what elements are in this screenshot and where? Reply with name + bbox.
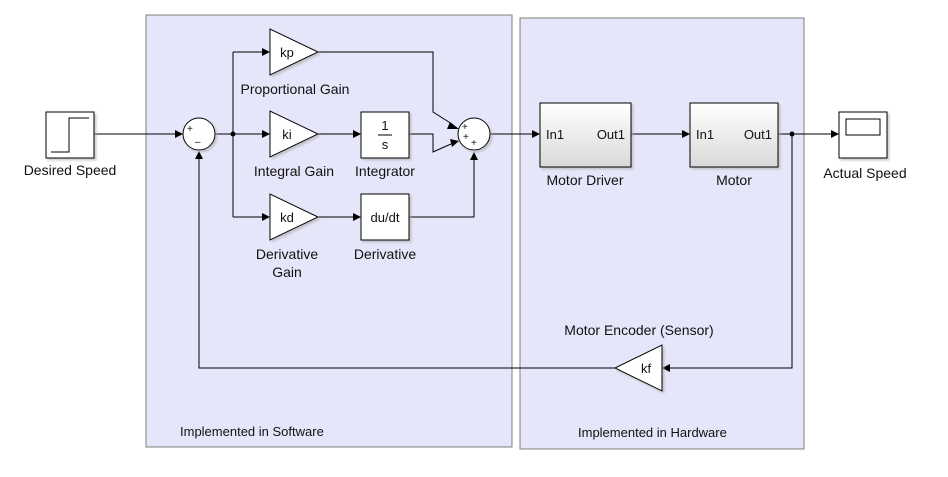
sum1-block[interactable]: + –: [182, 117, 216, 151]
gain-kp-block[interactable]: kp: [269, 28, 320, 76]
sum2-plus-sign-3: +: [471, 138, 477, 149]
motor-in-port: In1: [696, 127, 714, 142]
gain-ki-block[interactable]: ki: [269, 110, 320, 158]
gain-kf-block[interactable]: kf: [613, 344, 663, 392]
motor-out-port: Out1: [744, 127, 772, 142]
sum2-plus-sign-2: +: [463, 132, 469, 143]
gain-ki-text: ki: [282, 127, 292, 142]
derivative-gain-label-line1: Derivative: [256, 246, 318, 262]
derivative-block[interactable]: du/dt: [360, 193, 410, 241]
sum2-block[interactable]: + + +: [457, 117, 491, 151]
motor-driver-label: Motor Driver: [546, 172, 623, 188]
derivative-gain-label-line2: Gain: [272, 264, 302, 280]
motor-encoder-label: Motor Encoder (Sensor): [564, 322, 713, 338]
scope-block[interactable]: [838, 111, 888, 159]
motor-driver-out-port: Out1: [597, 127, 625, 142]
proportional-gain-label: Proportional Gain: [241, 81, 350, 97]
gain-kd-text: kd: [280, 210, 294, 225]
sum1-plus-sign: +: [187, 124, 193, 135]
gain-kp-text: kp: [280, 45, 294, 60]
software-area-label: Implemented in Software: [180, 424, 324, 439]
motor-driver-in-port: In1: [546, 127, 564, 142]
scope-label: Actual Speed: [823, 165, 906, 181]
integral-gain-label: Integral Gain: [254, 163, 334, 179]
integrator-block[interactable]: 1 s: [360, 111, 410, 159]
signal-lines: [94, 48, 839, 372]
motor-block[interactable]: In1 Out1: [689, 102, 779, 168]
hardware-area-label: Implemented in Hardware: [578, 425, 727, 440]
gain-kf-text: kf: [641, 361, 652, 376]
sum2-plus-sign-1: +: [462, 122, 468, 133]
derivative-text: du/dt: [371, 210, 400, 225]
step-block[interactable]: [45, 111, 95, 159]
sum1-minus-sign: –: [195, 137, 201, 148]
derivative-label: Derivative: [354, 246, 416, 262]
gain-kd-block[interactable]: kd: [269, 193, 320, 241]
integrator-label: Integrator: [355, 163, 415, 179]
motor-driver-block[interactable]: In1 Out1: [539, 102, 632, 168]
step-label: Desired Speed: [24, 162, 117, 178]
motor-label: Motor: [716, 172, 752, 188]
integrator-numerator: 1: [381, 118, 388, 133]
integrator-denominator: s: [382, 137, 389, 152]
software-area: Implemented in Software: [145, 14, 513, 448]
